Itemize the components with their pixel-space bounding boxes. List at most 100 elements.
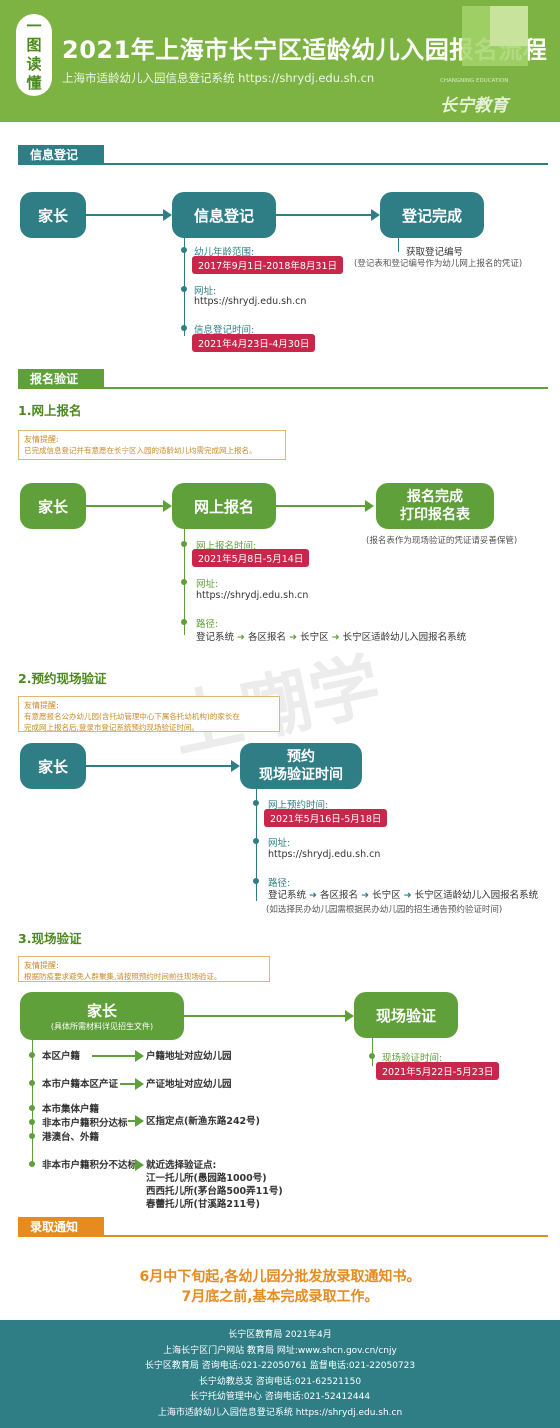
parent-node: 家长 (20, 483, 86, 529)
category-label: 港澳台、外籍 (42, 1132, 100, 1143)
section-divider (18, 1235, 548, 1237)
path-arrow-icon: ➜ (403, 890, 415, 901)
branch-line (256, 789, 257, 901)
category-dest: 就近选择验证点: (146, 1160, 217, 1171)
branch-dot (181, 619, 187, 625)
badge: 一 图 读 懂 (16, 14, 52, 96)
category-dot (29, 1052, 35, 1058)
url-value[interactable]: https://shrydj.edu.sh.cn (196, 590, 309, 601)
done-note: (报名表作为现场验证的凭证请妥善保管) (366, 536, 518, 546)
tip-title: 友情提醒: (24, 435, 59, 444)
tip-text: 根据防疫要求避免人群聚集,请按照预约时间前往现场验证。 (24, 972, 222, 981)
path-step: 长宁区适龄幼儿入园报名系统 (414, 890, 539, 901)
path-step: 各区报名 (320, 890, 359, 901)
done-line: 报名完成 (407, 489, 463, 505)
badge-char: 图 (26, 36, 42, 54)
url-label: 网址: (194, 286, 217, 297)
url-label: 网址: (196, 579, 219, 590)
badge-char: 懂 (26, 74, 42, 92)
url-value[interactable]: https://shrydj.edu.sh.cn (194, 296, 307, 307)
path-arrow-icon: ➜ (289, 632, 301, 643)
path-arrow-icon: ➜ (309, 890, 321, 901)
category-dest: 户籍地址对应幼儿园 (146, 1051, 232, 1062)
path-row: 登记系统 ➜ 各区报名 ➜ 长宁区 ➜ 长宁区适龄幼儿入园报名系统 (268, 887, 538, 901)
path-label: 路径: (196, 619, 219, 630)
footer-line: 长宁幼教总支 咨询电话:021-62521150 (198, 1376, 362, 1387)
footer-line: 长宁区教育局 咨询电话:021-22050761 监督电话:021-220507… (144, 1361, 416, 1371)
done-note: (登记表和登记编号作为幼儿网上报名的凭证) (354, 259, 523, 269)
url-value[interactable]: https://shrydj.edu.sh.cn (268, 849, 381, 860)
section-divider (18, 387, 548, 389)
notice-line: 7月底之前,基本完成录取工作。 (181, 1289, 379, 1305)
online-title: 1.网上报名 (18, 403, 82, 418)
time-value: 2021年5月8日-5月14日 (192, 549, 310, 567)
category-dest: 春蕾托儿所(甘溪路211号) (146, 1199, 261, 1210)
done-label: 获取登记编号 (406, 247, 464, 258)
path-arrow-icon: ➜ (237, 632, 249, 643)
onsite-node: 现场验证 (354, 992, 458, 1038)
flow-arrow (128, 1115, 144, 1127)
path-step: 长宁区适龄幼儿入园报名系统 (342, 632, 467, 643)
flow-arrow (276, 209, 380, 221)
done-line: 打印报名表 (400, 507, 470, 523)
tip-title: 友情提醒: (24, 701, 59, 710)
parent-node: 家长 (20, 743, 86, 789)
flow-arrow (184, 1010, 354, 1022)
branch-dot (253, 800, 259, 806)
page-subtitle: 上海市适龄幼儿入园信息登记系统 https://shrydj.edu.sh.cn (62, 71, 375, 85)
branch-dot (181, 579, 187, 585)
tip-text: 已完成信息登记并有意愿在长宁区入园的适龄幼儿均需完成网上报名。 (24, 446, 257, 455)
path-label: 路径: (268, 878, 291, 889)
branch-line (398, 238, 399, 252)
logo-small-text: CHANGNING EDUCATION (440, 78, 509, 84)
footer-line: 长宁区教育局 2021年4月 (228, 1330, 332, 1340)
category-dot (29, 1080, 35, 1086)
path-row: 登记系统 ➜ 各区报名 ➜ 长宁区 ➜ 长宁区适龄幼儿入园报名系统 (196, 629, 466, 643)
section-notify-tab: 录取通知 (18, 1217, 104, 1237)
branch-line (372, 1038, 373, 1066)
path-step: 登记系统 (196, 632, 235, 643)
badge-char: 读 (26, 55, 42, 73)
footer: 长宁区教育局 2021年4月 上海长宁区门户网站 教育局 网址:www.shcn… (0, 1320, 560, 1428)
tip-text: 完成网上报名后,登录市登记系统预约现场验证时间。 (24, 723, 199, 732)
node-note: (具体所需材料详见招生文件) (50, 1022, 154, 1031)
appoint-node: 预约 现场验证时间 (240, 743, 362, 789)
path-arrow-icon: ➜ (361, 890, 373, 901)
category-dot (29, 1161, 35, 1167)
category-dot (29, 1133, 35, 1139)
url-label: 网址: (268, 838, 291, 849)
category-label: 本区户籍 (42, 1051, 81, 1062)
notice-line: 6月中下旬起,各幼儿园分批发放录取通知书。 (139, 1269, 421, 1285)
online-done-node: 报名完成 打印报名表 (376, 483, 494, 529)
onsite-tip: 友情提醒: 根据防疫要求避免人群聚集,请按照预约时间前往现场验证。 (18, 956, 270, 982)
node-line: 现场验证时间 (259, 767, 343, 783)
time-label: 信息登记时间: (194, 325, 255, 336)
footer-line: 上海长宁区门户网站 教育局 网址:www.shcn.gov.cn/cnjy (163, 1345, 397, 1356)
flow-arrow (276, 500, 374, 512)
age-label: 幼儿年龄范围: (194, 247, 255, 258)
path-step: 各区报名 (248, 632, 287, 643)
path-arrow-icon: ➜ (331, 632, 343, 643)
section-divider (18, 163, 548, 165)
register-node: 信息登记 (172, 192, 276, 238)
time-label: 现场验证时间: (382, 1053, 443, 1064)
section-verify-tab: 报名验证 (18, 369, 104, 389)
age-value: 2017年9月1日-2018年8月31日 (192, 256, 344, 274)
tip-title: 友情提醒: (24, 961, 59, 970)
category-dot (29, 1119, 35, 1125)
online-tip: 友情提醒: 已完成信息登记并有意愿在长宁区入园的适龄幼儿均需完成网上报名。 (18, 430, 286, 460)
category-label: 本市集体户籍 (42, 1104, 100, 1115)
branch-dot (253, 838, 259, 844)
node-label: 家长 (86, 1002, 117, 1020)
time-value: 2021年5月22日-5月23日 (376, 1062, 500, 1080)
section-info-tab: 信息登记 (18, 145, 104, 165)
parent-node: 家长 (20, 192, 86, 238)
category-dot (29, 1105, 35, 1111)
flow-arrow (120, 1078, 144, 1090)
footer-line: 上海市适龄幼儿入园信息登记系统 https://shrydj.edu.sh.cn (157, 1407, 403, 1418)
flow-arrow (86, 209, 172, 221)
time-label: 网上预约时间: (268, 800, 329, 811)
online-node: 网上报名 (172, 483, 276, 529)
category-dest: 区指定点(新渔东路242号) (146, 1116, 261, 1127)
time-value: 2021年5月16日-5月18日 (264, 809, 388, 827)
